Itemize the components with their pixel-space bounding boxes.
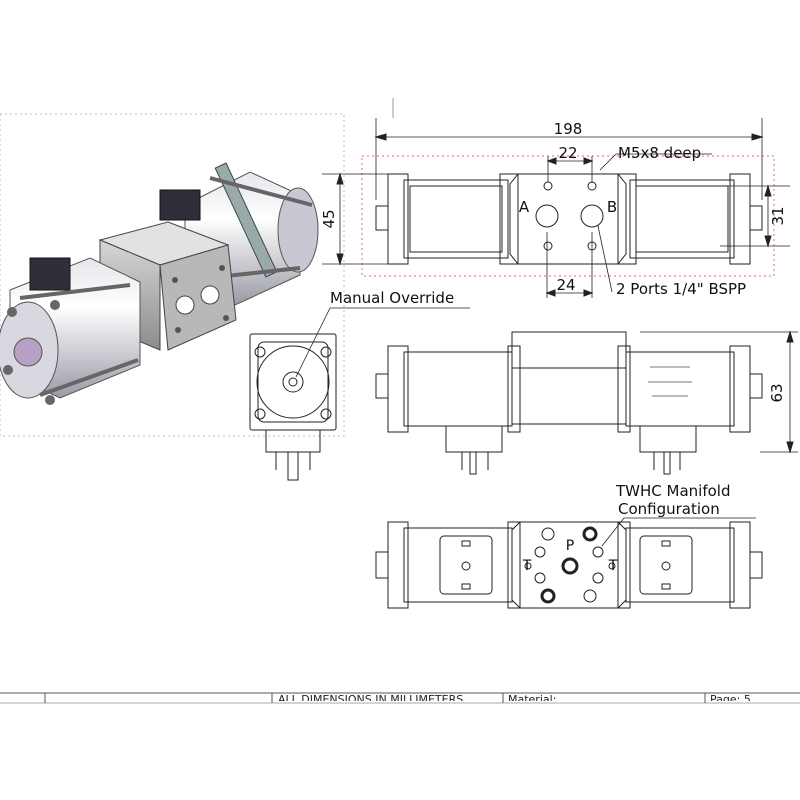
front-manifold: [511, 331, 627, 425]
callout-thread: M5x8 deep: [618, 144, 701, 162]
isometric-frame: [0, 113, 345, 437]
manual-override-knob-iso: [13, 337, 43, 367]
dim-height-side: 45: [320, 209, 338, 228]
title-block: [0, 692, 800, 704]
top-view-labels: 198 22 24 45 31 M5x8 deep 2 Ports 1/4" B…: [320, 120, 787, 298]
title-block-page: Page: 5: [710, 693, 751, 701]
top-view: [322, 98, 790, 298]
top-view-frame: [361, 155, 775, 277]
dim-height-front: 63: [768, 383, 786, 402]
coil-socket-left: [439, 535, 493, 595]
dim-port-spacing-bottom: 24: [556, 276, 575, 294]
bottom-view: [375, 517, 763, 609]
port-label-b: B: [607, 198, 617, 216]
title-block-material: Material:: [508, 693, 557, 701]
left-solenoid-body: [0, 257, 141, 405]
port-b-hole: [580, 204, 604, 228]
port-label-p: P: [566, 538, 574, 554]
port-label-t-right: T: [608, 558, 618, 574]
callout-ports: 2 Ports 1/4" BSPP: [616, 280, 746, 298]
port-label-a: A: [519, 198, 530, 216]
port-a-hole: [535, 204, 559, 228]
isometric-view: [0, 113, 345, 437]
mount-hole: [543, 241, 553, 251]
callout-manifold-line1: TWHC Manifold: [615, 482, 730, 500]
title-block-note: ALL DIMENSIONS IN MILLIMETERS: [278, 693, 464, 701]
port-p-hole: [561, 557, 579, 575]
end-view: [249, 307, 470, 481]
dim-bolt-spacing: 22: [558, 144, 577, 162]
coil-socket-right: [639, 535, 693, 595]
manual-override-button: [282, 371, 304, 393]
callout-manual-override: Manual Override: [330, 289, 454, 307]
front-view: [375, 330, 798, 475]
bottom-view-labels: TWHC Manifold Configuration P T T: [522, 482, 731, 574]
dim-overall-length: 198: [554, 120, 583, 138]
callout-manifold-line2: Configuration: [618, 500, 720, 518]
top-plate: [509, 173, 627, 265]
mount-hole: [587, 181, 597, 191]
mount-hole: [543, 181, 553, 191]
dim-port-spacing-right: 31: [769, 206, 787, 225]
port-label-t-left: T: [522, 558, 532, 574]
